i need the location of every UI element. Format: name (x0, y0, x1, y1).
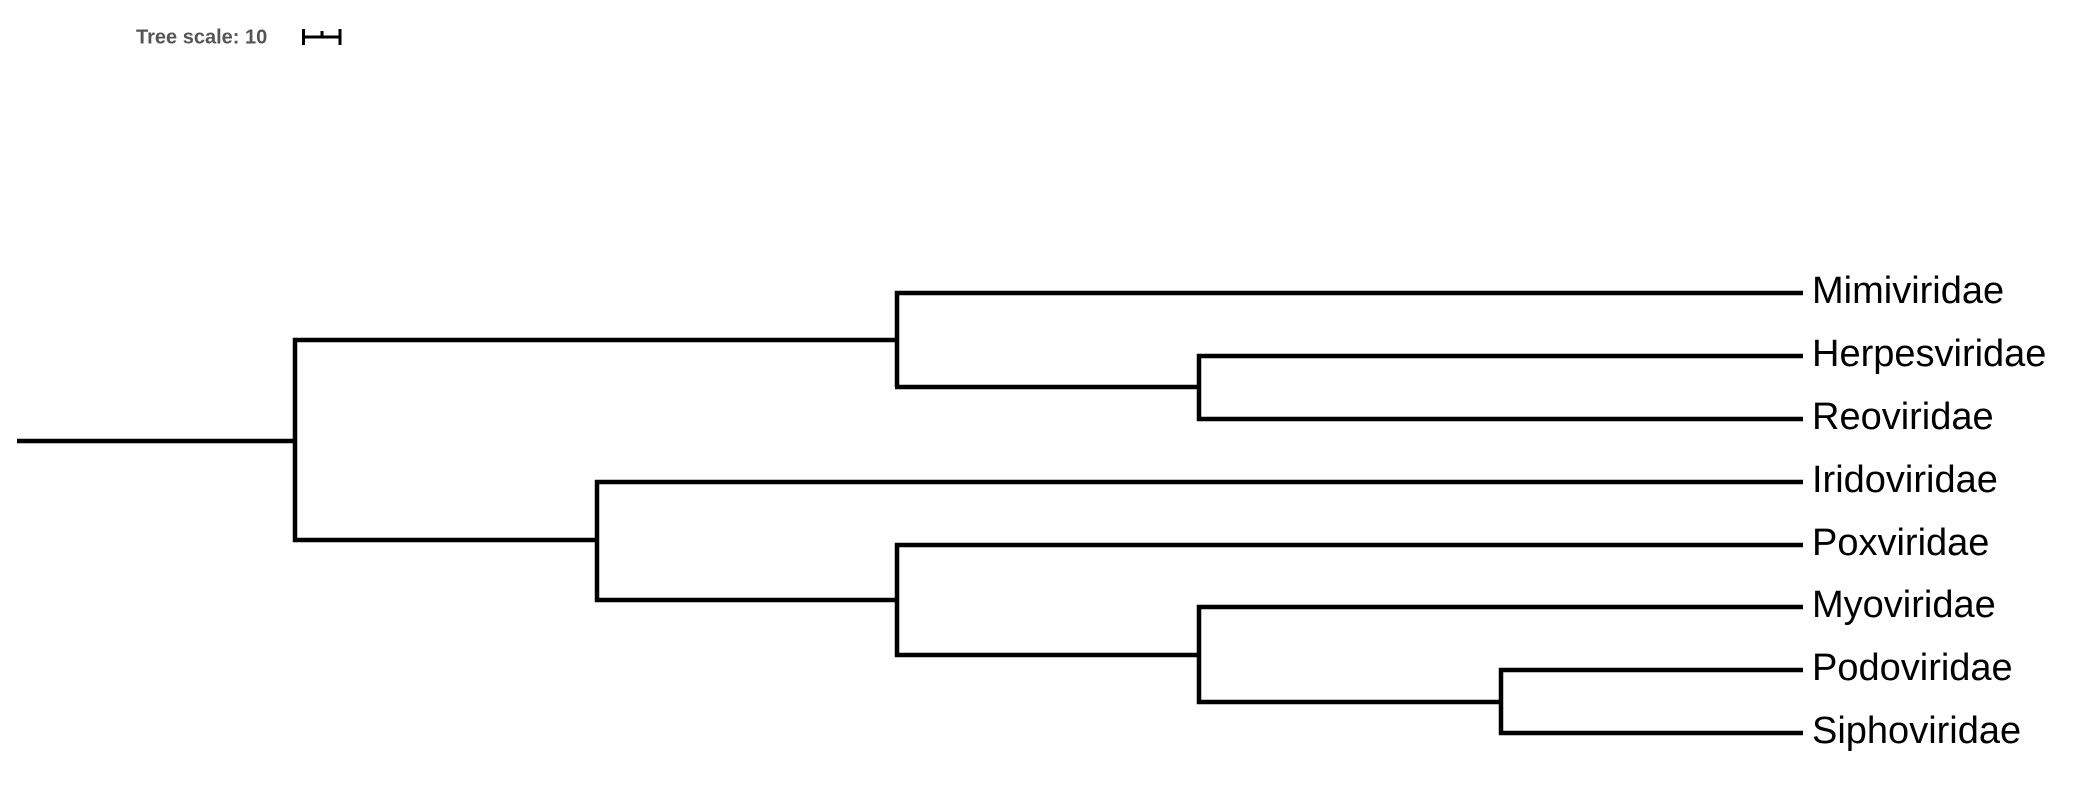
tip-label-iridoviridae[interactable]: Iridoviridae (1812, 459, 1998, 501)
tree-tip-labels: Mimiviridae Herpesviridae Reoviridae Iri… (1812, 270, 2046, 752)
tree-branches (17, 290, 1803, 736)
tip-label-siphoviridae[interactable]: Siphoviridae (1812, 710, 2021, 752)
tip-label-podoviridae[interactable]: Podoviridae (1812, 647, 2013, 689)
tree-scale-legend: Tree scale: 10 (136, 26, 342, 48)
tree-scale-bar-icon (302, 29, 342, 45)
tree-scale-label: Tree scale: 10 (136, 26, 267, 48)
tip-label-myoviridae[interactable]: Myoviridae (1812, 584, 1996, 626)
tip-label-mimiviridae[interactable]: Mimiviridae (1812, 270, 2004, 312)
tip-label-poxviridae[interactable]: Poxviridae (1812, 522, 1989, 564)
tip-label-herpesviridae[interactable]: Herpesviridae (1812, 333, 2046, 375)
tip-label-reoviridae[interactable]: Reoviridae (1812, 396, 1994, 438)
